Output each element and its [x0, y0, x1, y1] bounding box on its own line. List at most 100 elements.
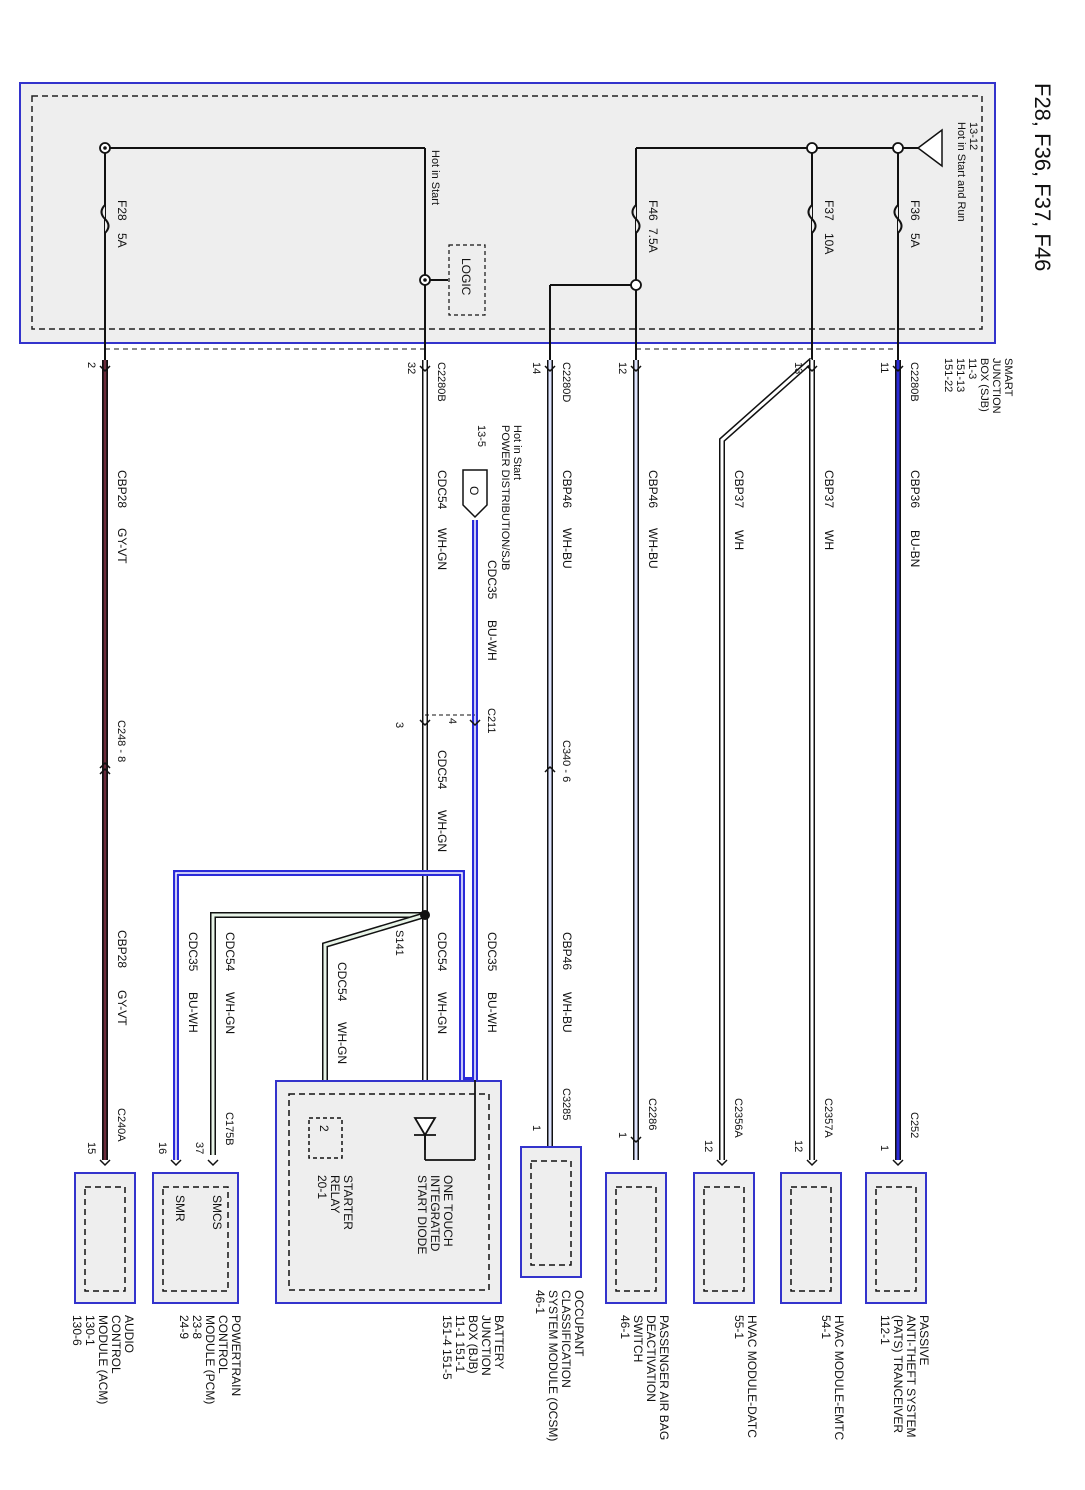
fuse-f36-icon — [893, 204, 903, 234]
pin-1-ocsm: 1 — [530, 1125, 542, 1131]
color-gyvt-top: GY-VT — [115, 528, 129, 564]
circuit-cbp28-top: CBP28 — [115, 470, 129, 508]
fuse-f36-id: F36 — [908, 200, 922, 221]
connector-c252: C252 — [908, 1112, 920, 1138]
ocsm-label-4: 46-1 — [533, 1290, 547, 1314]
fuse-f36-amps: 5A — [908, 233, 922, 248]
connector-c340: C340 - 6 — [560, 740, 572, 782]
pin-11: 11 — [878, 362, 890, 373]
diode-label-1: ONE TOUCH — [441, 1175, 455, 1247]
circuit-cdc35-low: CDC35 — [485, 932, 499, 972]
fuse-f28-icon — [100, 204, 110, 234]
acm-label-1: AUDIO — [122, 1315, 136, 1353]
bjb-label-1: BATTERY — [492, 1315, 506, 1369]
circuit-cdc54-pcm: CDC54 — [223, 932, 237, 972]
bjb-label-4: 11-1 151-1 — [453, 1315, 467, 1372]
fuse-f37-id: F37 — [822, 200, 836, 221]
pin-15: 15 — [85, 1142, 97, 1154]
bjb-label-5: 151-4 151-5 — [440, 1315, 454, 1380]
sjb-inner-dashed — [31, 95, 983, 330]
pats-label-2: ANTI-THEFT SYSTEM — [904, 1315, 918, 1437]
svg-text:151-22: 151-22 — [942, 358, 954, 392]
circuit-cbp46-pad: CBP46 — [646, 470, 660, 508]
pcm-label-3: MODULE (PCM) — [203, 1315, 217, 1404]
splice-s141 — [420, 910, 430, 920]
relay-pin-2: 2 — [317, 1125, 331, 1132]
fuse-f46-id: F46 — [646, 200, 660, 221]
connector-c211: C211 — [485, 708, 497, 733]
emtc-label-1: HVAC MODULE-EMTC — [832, 1315, 846, 1440]
pad-switch-box — [605, 1172, 667, 1304]
pin-1-pad: 1 — [616, 1132, 628, 1138]
diode-label-2: INTEGRATED — [428, 1175, 442, 1252]
emtc-box — [780, 1172, 842, 1304]
svg-text:SMART: SMART — [1002, 358, 1014, 397]
hot-start-run-ref: 13-12 — [967, 122, 979, 150]
pats-box — [865, 1172, 927, 1304]
color-whbu-ocsm-top: WH-BU — [560, 528, 574, 569]
color-whgn-pcm: WH-GN — [223, 992, 237, 1034]
pcm-inner-smcs: SMCS — [210, 1195, 224, 1230]
color-whgn-low: WH-GN — [435, 992, 449, 1034]
circuit-cdc54-relay: CDC54 — [335, 962, 349, 1002]
sjb-bus — [104, 147, 920, 360]
circuit-cdc35-top: CDC35 — [485, 560, 499, 600]
relay-label-1: STARTER — [341, 1175, 355, 1230]
acm-label-5: 130-6 — [70, 1315, 84, 1346]
color-wh-datc: WH — [732, 530, 746, 550]
starter-relay-pin-box — [308, 1117, 343, 1159]
color-whgn-top: WH-GN — [435, 528, 449, 570]
acm-box — [74, 1172, 136, 1304]
color-whbu-ocsm-low: WH-BU — [560, 992, 574, 1033]
connector-c2280b-right: C2280B — [908, 362, 920, 402]
fuse-f46-icon — [631, 204, 641, 234]
wire-cbp46 — [547, 360, 639, 1160]
power-dist-name: POWER DISTRIBUTION/SJB — [499, 425, 511, 570]
datc-box — [693, 1172, 755, 1304]
ocsm-label-3: SYSTEM MODULE (OCSM) — [546, 1290, 560, 1441]
pin-14: 14 — [530, 362, 542, 374]
bjb-label-3: BOX (BJB) — [466, 1315, 480, 1374]
circuit-cdc54-top: CDC54 — [435, 470, 449, 510]
circuit-cdc35-pcm: CDC35 — [186, 932, 200, 972]
connector-c2286: C2286 — [646, 1098, 658, 1130]
junction-f36 — [892, 142, 904, 154]
datc-label-2: 55-1 — [732, 1315, 746, 1339]
pcm-label-5: 24-9 — [177, 1315, 191, 1339]
circuit-cdc54-mid: CDC54 — [435, 750, 449, 790]
circuit-cbp37-emtc: CBP37 — [822, 470, 836, 508]
color-buwh-low: BU-WH — [485, 992, 499, 1033]
color-bubn: BU-BN — [908, 530, 922, 567]
circuit-cbp37-datc: CBP37 — [732, 470, 746, 508]
pcm-label-1: POWERTRAIN — [229, 1315, 243, 1396]
connector-c240a: C240A — [115, 1108, 127, 1142]
pad-label-1: PASSENGER AIR BAG — [657, 1315, 671, 1440]
connector-c3285: C3285 — [560, 1088, 572, 1120]
pin-16: 16 — [156, 1142, 168, 1154]
page-title: F28, F36, F37, F46 — [1030, 83, 1055, 271]
pin-32: 32 — [405, 362, 417, 374]
fuse-f37-icon — [807, 204, 817, 234]
start-diode-icon — [413, 1080, 476, 1161]
svg-text:JUNCTION: JUNCTION — [990, 358, 1002, 414]
pin-12-emtc: 12 — [792, 1140, 804, 1152]
color-buwh-pcm: BU-WH — [186, 992, 200, 1033]
power-dist-ref: 13-5 — [475, 425, 487, 447]
relay-label-2: RELAY — [328, 1175, 342, 1213]
splice-s141-label: S141 — [393, 930, 405, 956]
connector-c248: C248 - 8 — [115, 720, 127, 762]
acm-label-4: 130-1 — [83, 1315, 97, 1346]
circuit-cbp36: CBP36 — [908, 470, 922, 508]
fuse-f46-amps: 7.5A — [646, 228, 660, 253]
pcm-label-4: 23-8 — [190, 1315, 204, 1339]
pin-3: 3 — [393, 722, 405, 728]
color-buwh-top: BU-WH — [485, 620, 499, 661]
hot-start-run-label: Hot in Start and Run — [955, 122, 967, 222]
connector-c2356a: C2356A — [732, 1098, 744, 1138]
pats-label-3: (PATS) TRANCEIVER — [891, 1315, 905, 1433]
svg-text:151-13: 151-13 — [954, 358, 966, 392]
color-whgn-relay: WH-GN — [335, 1022, 349, 1064]
sjb-junctions — [99, 142, 904, 291]
wire-cbp37 — [719, 357, 815, 1160]
